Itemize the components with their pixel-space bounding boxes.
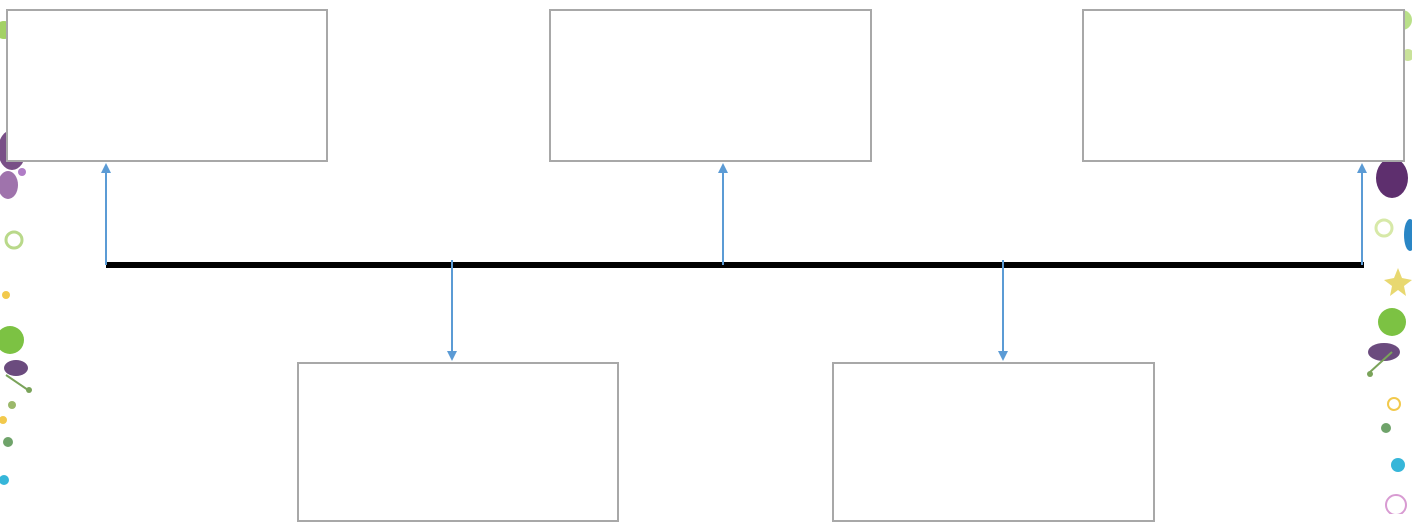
- event-box-top-3[interactable]: [1082, 9, 1405, 162]
- event-box-top-2[interactable]: [549, 9, 872, 162]
- event-box-top-1[interactable]: [6, 9, 328, 162]
- event-box-bottom-2[interactable]: [832, 362, 1155, 522]
- event-box-bottom-1[interactable]: [297, 362, 619, 522]
